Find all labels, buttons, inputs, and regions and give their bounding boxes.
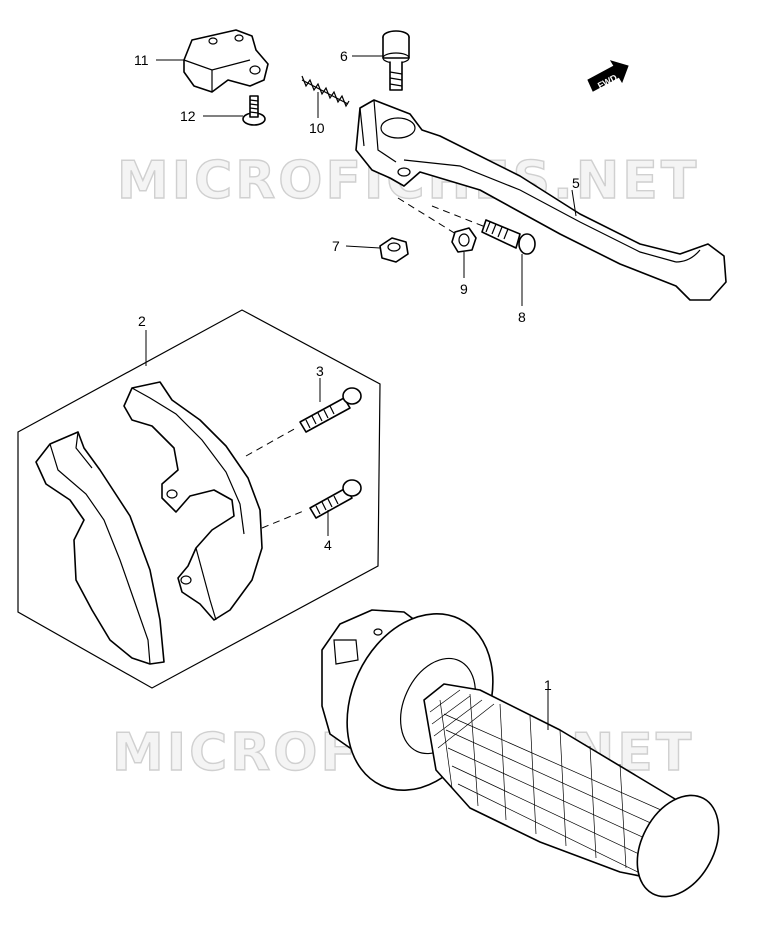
lever-icon [355,99,727,301]
callout-11: 11 [134,52,149,68]
screw-icon [242,95,266,126]
lever-holder-assembly-icon [17,309,381,689]
callout-1: 1 [544,677,552,693]
forward-arrow-icon: FWD [587,60,629,92]
callout-5: 5 [572,175,580,191]
callout-3: 3 [316,363,324,379]
nut-icon [451,227,477,253]
callout-6: 6 [340,48,348,64]
callout-4: 4 [324,537,332,553]
callout-10: 10 [309,120,325,136]
callout-2: 2 [138,313,146,329]
switch-icon [183,29,269,93]
spring-icon [301,75,350,108]
pivot-bolt-icon [382,30,410,91]
callout-7: 7 [332,238,340,254]
bolt-icon [481,219,536,255]
callout-9: 9 [460,281,468,297]
handlebar-grip-icon [321,609,720,898]
screw-icon [309,479,362,519]
callout-12: 12 [180,108,196,124]
nut-icon [379,237,409,263]
screw-icon [299,387,362,433]
callout-8: 8 [518,309,526,325]
